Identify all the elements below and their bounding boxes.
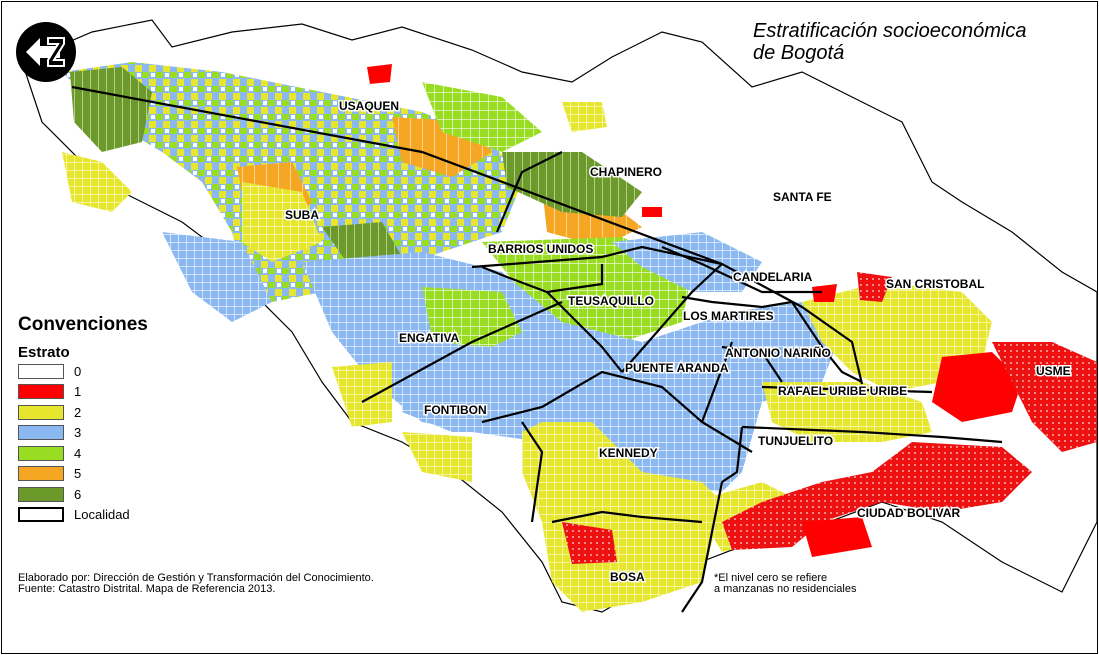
localidad-label: LOS MARTIRES	[683, 309, 774, 323]
localidad-label: BARRIOS UNIDOS	[488, 242, 593, 256]
localidad-label: USME	[1036, 364, 1071, 378]
map-title-line2: de Bogotá	[753, 42, 845, 64]
credits-line2: Fuente: Catastro Distrital. Mapa de Refe…	[18, 583, 276, 595]
legend-item-estrato: 3	[18, 423, 358, 444]
legend-swatch	[18, 384, 64, 400]
legend-label: 1	[74, 384, 82, 400]
legend-title: Convenciones	[18, 314, 148, 335]
legend-label: 3	[74, 425, 82, 441]
legend-item-estrato: 6	[18, 484, 358, 505]
localidad-label: FONTIBON	[424, 403, 487, 417]
legend-swatch	[18, 486, 64, 502]
localidad-label: KENNEDY	[599, 446, 658, 460]
legend-item-estrato: 2	[18, 402, 358, 423]
localidad-label: CANDELARIA	[733, 270, 813, 284]
localidad-label: BOSA	[610, 570, 645, 584]
legend-label-localidad: Localidad	[74, 507, 130, 523]
legend-swatch	[18, 466, 64, 482]
localidad-label: CHAPINERO	[590, 165, 662, 179]
legend-label: 4	[74, 445, 82, 461]
localidad-label: SAN CRISTOBAL	[886, 277, 984, 291]
legend-item-estrato: 5	[18, 464, 358, 485]
legend-item-estrato: 1	[18, 382, 358, 403]
legend-swatch	[18, 425, 64, 441]
localidad-label: SUBA	[285, 208, 319, 222]
localidad-label: USAQUEN	[339, 99, 399, 113]
legend-label: 5	[74, 466, 82, 482]
localidad-label: SANTA FE	[773, 190, 832, 204]
legend-label: 2	[74, 404, 82, 420]
localidad-label: PUENTE ARANDA	[625, 361, 729, 375]
localidad-label: ENGATIVA	[399, 331, 460, 345]
localidad-label: TEUSAQUILLO	[568, 294, 654, 308]
legend-item-estrato: 4	[18, 443, 358, 464]
localidad-label: RAFAEL URIBE URIBE	[778, 384, 907, 398]
localidad-label: ANTONIO NARIÑO	[725, 345, 831, 360]
footnote-line2: a manzanas no residenciales	[714, 583, 857, 595]
localidad-label: CIUDAD BOLIVAR	[857, 506, 960, 520]
legend-swatch	[18, 445, 64, 461]
legend-swatch-localidad	[18, 507, 64, 523]
north-arrow-icon	[16, 22, 76, 82]
localidad-boundaries	[71, 85, 1003, 613]
legend-item-estrato: 0	[18, 361, 358, 382]
legend-item-localidad: Localidad	[18, 505, 358, 526]
legend-subtitle: Estrato	[18, 344, 70, 361]
footnote-line1: *El nivel cero se refiere	[714, 572, 828, 584]
legend: Convenciones Estrato 0 1 2 3 4 5 6 Localidad	[18, 314, 358, 525]
localidad-label: TUNJUELITO	[758, 434, 833, 448]
map-title-line1: Estratificación socioeconómica	[753, 20, 1027, 42]
legend-items: 0 1 2 3 4 5 6	[18, 361, 358, 505]
legend-swatch	[18, 363, 64, 379]
legend-swatch	[18, 404, 64, 420]
legend-label: 0	[74, 363, 82, 379]
legend-label: 6	[74, 486, 82, 502]
credits-line1: Elaborado por: Dirección de Gestión y Tr…	[18, 572, 374, 584]
